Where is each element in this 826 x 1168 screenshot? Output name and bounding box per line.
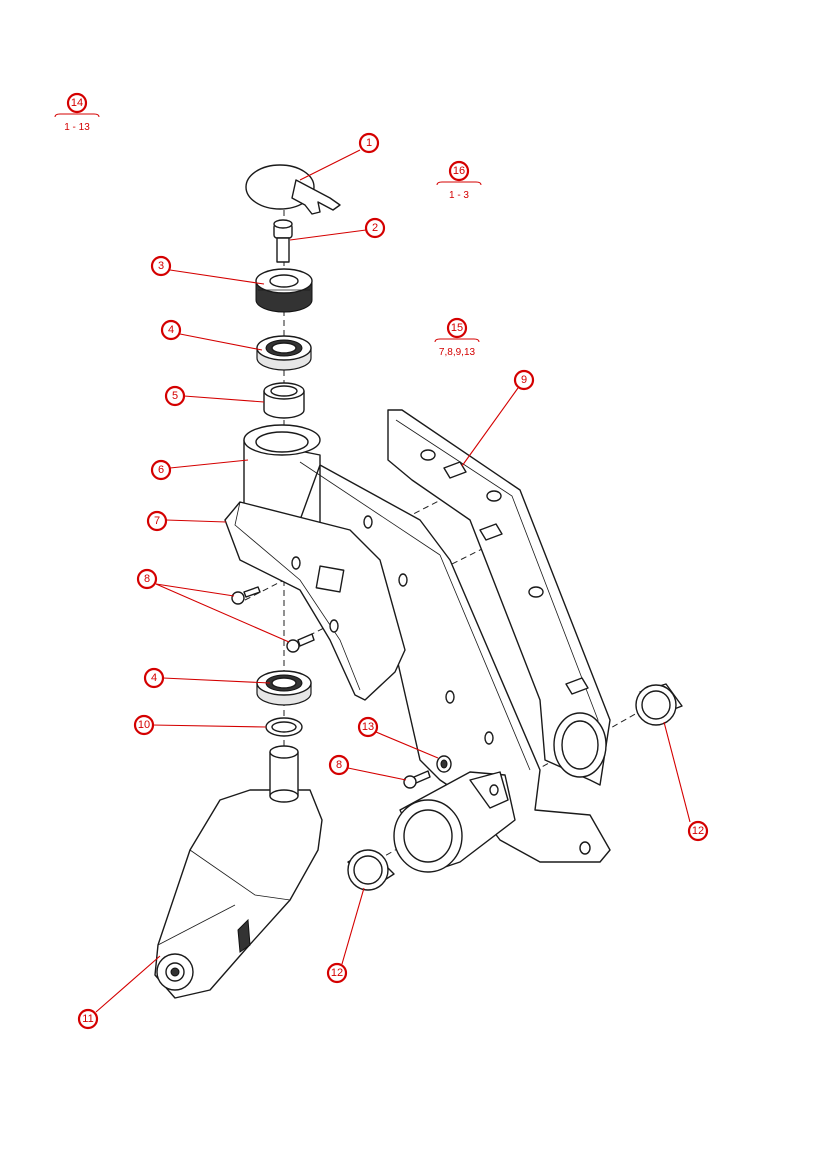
callout-3: 3 bbox=[150, 255, 172, 277]
callout-12-left: 12 bbox=[326, 962, 348, 984]
callout-2: 2 bbox=[364, 217, 386, 239]
part-9-cover-plate bbox=[387, 409, 611, 786]
callout-12-left-label: 12 bbox=[331, 967, 343, 979]
group-16-number: 16 bbox=[453, 165, 465, 177]
group-14-number: 14 bbox=[71, 97, 83, 109]
group-label-16: 16 1 - 3 bbox=[436, 160, 482, 201]
callout-5: 5 bbox=[164, 385, 186, 407]
callout-7: 7 bbox=[146, 510, 168, 532]
part-8-screw-a bbox=[231, 586, 261, 605]
callout-5-label: 5 bbox=[172, 390, 178, 402]
group-label-15: 15 7,8,9,13 bbox=[434, 317, 480, 358]
callout-10-label: 10 bbox=[138, 719, 150, 731]
callout-12-right-label: 12 bbox=[692, 825, 704, 837]
callout-8-lower-label: 8 bbox=[336, 759, 342, 771]
group-15-number: 15 bbox=[451, 322, 463, 334]
callout-4-upper-label: 4 bbox=[168, 324, 174, 336]
leader-lines bbox=[95, 149, 691, 1013]
callout-11-label: 11 bbox=[82, 1013, 93, 1025]
callout-1-label: 1 bbox=[366, 137, 372, 149]
callout-3-label: 3 bbox=[158, 260, 164, 272]
group-16-range: 1 - 3 bbox=[449, 190, 469, 201]
callout-12-right: 12 bbox=[687, 820, 709, 842]
callout-10: 10 bbox=[133, 714, 155, 736]
callout-4-lower: 4 bbox=[143, 667, 165, 689]
callout-9-label: 9 bbox=[521, 374, 527, 386]
part-8-screw-c bbox=[403, 770, 431, 789]
part-4-bearing-lower bbox=[256, 670, 312, 706]
part-4-bearing-upper bbox=[256, 335, 312, 371]
part-5-bushing bbox=[263, 382, 305, 419]
callout-4-lower-label: 4 bbox=[151, 672, 157, 684]
part-8-screw-b bbox=[286, 633, 315, 653]
callout-9: 9 bbox=[513, 369, 535, 391]
group-14-range: 1 - 13 bbox=[64, 122, 90, 133]
callout-6-label: 6 bbox=[158, 464, 164, 476]
part-11-fork bbox=[154, 745, 323, 999]
group-label-14: 14 1 - 13 bbox=[54, 92, 100, 133]
callout-8-upper-label: 8 bbox=[144, 573, 150, 585]
callout-2-label: 2 bbox=[372, 222, 378, 234]
pivot-housing bbox=[393, 771, 516, 873]
part-10-ring bbox=[265, 717, 303, 737]
part-12-bushing-right bbox=[635, 683, 683, 726]
callout-8-upper: 8 bbox=[136, 568, 158, 590]
callout-8-lower: 8 bbox=[328, 754, 350, 776]
callout-4-upper: 4 bbox=[160, 319, 182, 341]
part-3-sealed-bearing bbox=[255, 268, 313, 313]
part-1-cap bbox=[245, 164, 341, 215]
part-2-bolt bbox=[273, 219, 293, 263]
group-15-range: 7,8,9,13 bbox=[439, 347, 476, 358]
part-13-washer bbox=[436, 755, 452, 773]
callout-1: 1 bbox=[358, 132, 380, 154]
part-7-guard bbox=[224, 501, 406, 701]
callout-13: 13 bbox=[357, 716, 379, 738]
callout-6: 6 bbox=[150, 459, 172, 481]
callout-11: 11 bbox=[77, 1008, 99, 1030]
part-12-bushing-left bbox=[347, 849, 395, 891]
callout-7-label: 7 bbox=[154, 515, 160, 527]
callout-13-label: 13 bbox=[362, 721, 374, 733]
